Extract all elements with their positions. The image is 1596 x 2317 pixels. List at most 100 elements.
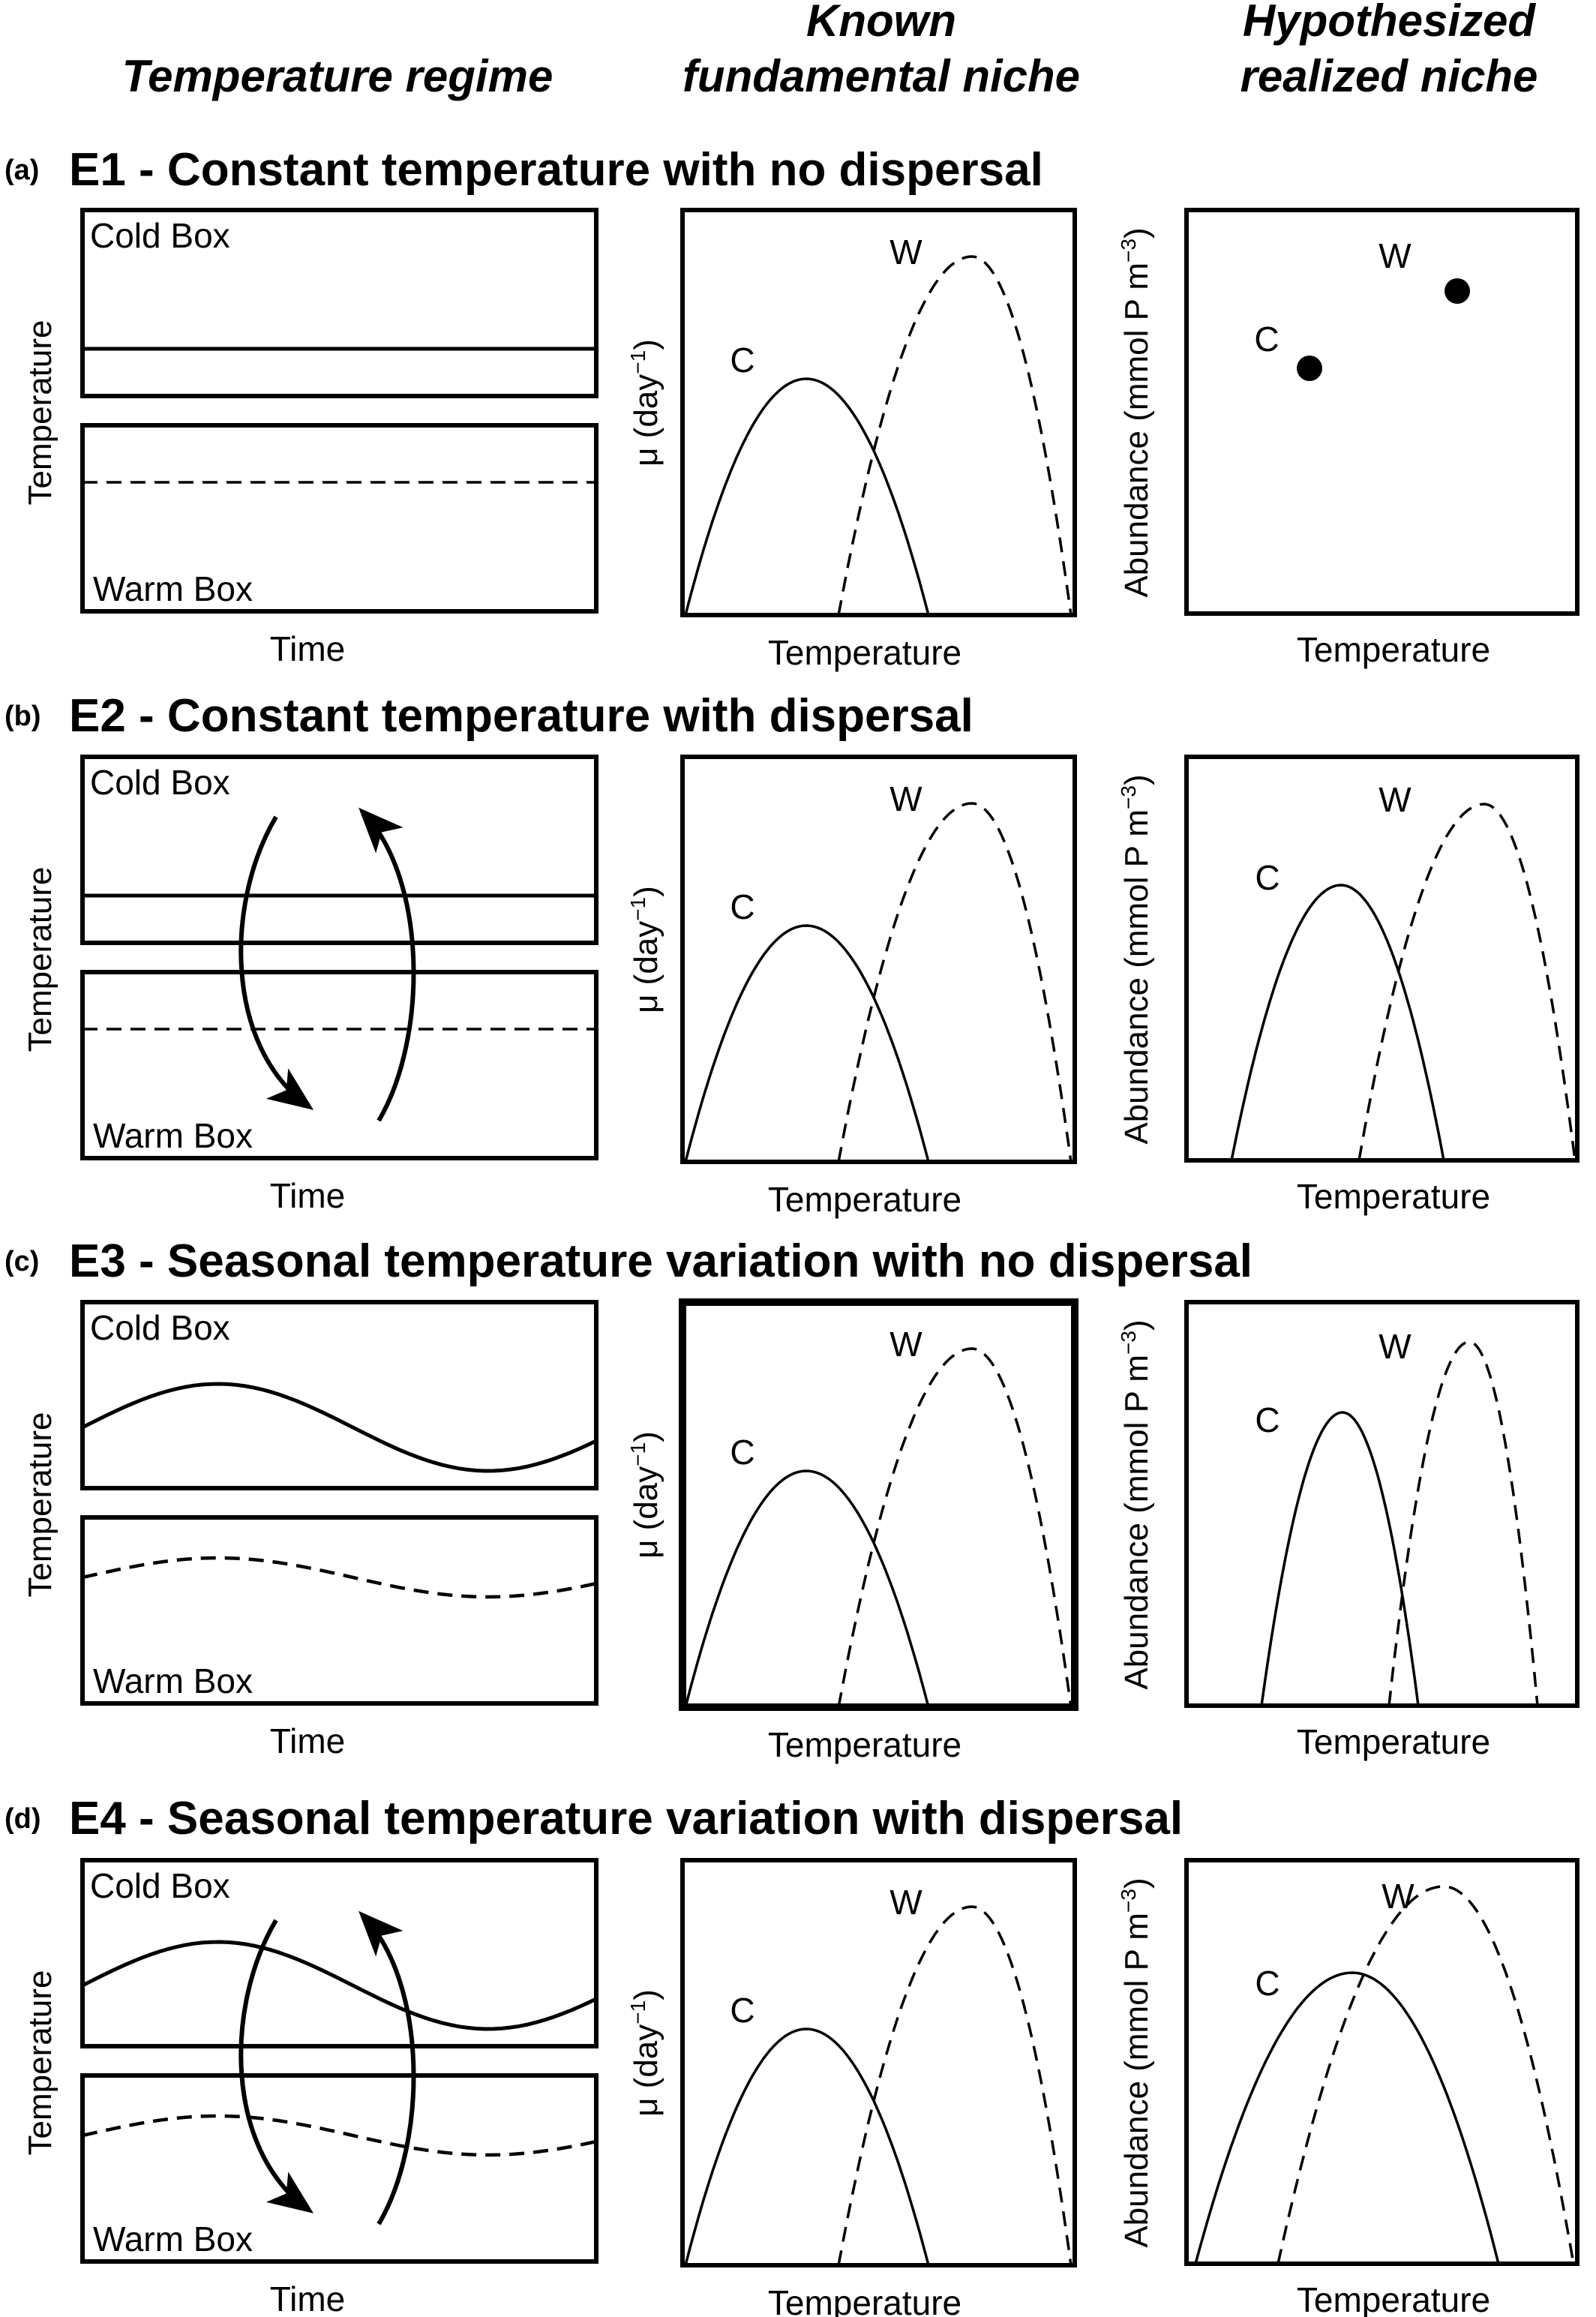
panel-title: E2 - Constant temperature with dispersal (69, 690, 974, 742)
warm-box (80, 2073, 598, 2264)
panel-tag: (a) (4, 155, 39, 186)
fundamental-y-label: μ (day−1) (626, 886, 664, 1013)
curve-c-realized (1260, 1411, 1420, 1706)
realized-label-c: C (1255, 1400, 1280, 1439)
cold-box-label: Cold Box (90, 1308, 230, 1347)
realized-x-label: Temperature (1297, 1177, 1490, 1216)
panels: (a) E1 - Constant temperature with no dis… (4, 144, 1580, 2317)
curve-c-fundamental (684, 2027, 930, 2266)
realized-label-w: W (1378, 236, 1412, 275)
fundamental-label-c: C (730, 1433, 754, 1472)
warm-temperature-curve (82, 1556, 597, 1599)
fundamental-y-label-end: ) (628, 1431, 664, 1442)
realized-y-label-sup: −3 (1117, 1331, 1140, 1355)
curve-c-realized (1194, 1971, 1500, 2264)
fundamental-y-label: μ (day−1) (626, 1989, 664, 2117)
regime-y-label: Temperature (22, 1412, 58, 1597)
panel-c: (c)E3 - Seasonal temperature variation w… (4, 1235, 1580, 1764)
realized-y-label-end: ) (1118, 1877, 1155, 1889)
cold-box (80, 1858, 598, 2048)
fundamental-label-c: C (730, 341, 754, 380)
cold-box-label: Cold Box (90, 763, 230, 802)
curve-c-fundamental (684, 377, 930, 616)
fundamental-frame (680, 208, 1077, 617)
fundamental-y-label-text: μ (day (628, 2024, 664, 2117)
curve-w-fundamental (837, 1347, 1072, 1708)
fundamental-y-label-sup: −1 (626, 897, 650, 921)
fundamental-y-label-sup: −1 (626, 350, 650, 374)
realized-y-label-text: Abundance (mmol P m (1118, 809, 1155, 1145)
warm-box (80, 423, 598, 614)
fundamental-label-w: W (890, 1883, 922, 1922)
realized-y-label-end: ) (1118, 227, 1155, 239)
curve-w-realized (1276, 1885, 1575, 2264)
fundamental-frame (680, 755, 1077, 1164)
curve-w-fundamental (837, 255, 1072, 616)
regime-x-label: Time (270, 629, 346, 668)
fundamental-y-label-end: ) (628, 886, 664, 897)
cold-temperature-curve (81, 1940, 598, 2031)
realized-label-w: W (1378, 780, 1412, 819)
fundamental-frame (680, 1858, 1077, 2267)
fundamental-label-w: W (890, 779, 922, 818)
dispersal-arrow-down (238, 815, 314, 1110)
realized-y-label-sup: −3 (1117, 239, 1140, 263)
realized-y-label: Abundance (mmol P m−3) (1117, 1877, 1155, 2247)
fundamental-y-label-text: μ (day (628, 921, 664, 1013)
cold-box (80, 755, 598, 945)
realized-frame (1184, 1858, 1580, 2266)
warm-box (80, 970, 598, 1160)
regime-y-label: Temperature (22, 1970, 58, 2155)
realized-y-label-sup: −3 (1117, 1889, 1140, 1913)
fundamental-x-label: Temperature (768, 633, 962, 672)
realized-frame (1184, 208, 1580, 616)
point-c-realized (1297, 356, 1322, 381)
header-hypothesized: Hypothesized (1243, 0, 1536, 46)
warm-box-label: Warm Box (93, 569, 253, 608)
curve-c-fundamental (684, 924, 930, 1163)
panel-tag: (d) (4, 1803, 41, 1835)
fundamental-y-label-sup: −1 (626, 1442, 650, 1466)
fundamental-x-label: Temperature (768, 1180, 962, 1219)
realized-y-label: Abundance (mmol P m−3) (1117, 774, 1155, 1144)
panel-d: (d) E4 - Seasonal temperature variation w… (4, 1793, 1580, 2317)
warm-box-label: Warm Box (93, 1116, 253, 1155)
curve-w-fundamental (837, 1905, 1072, 2266)
header-temperature-regime: Temperature regime (122, 51, 554, 101)
cold-box (80, 1300, 598, 1490)
panel-a: (a) E1 - Constant temperature with no dis… (4, 144, 1580, 672)
panel-title: E1 - Constant temperature with no disper… (69, 144, 1043, 196)
cold-box (80, 208, 598, 398)
fundamental-y-label: μ (day−1) (626, 1431, 664, 1559)
realized-label-w: W (1378, 1327, 1412, 1366)
realized-y-label-text: Abundance (mmol P m (1118, 1913, 1155, 2248)
panel-title: E3 - Seasonal temperature variation with… (69, 1235, 1252, 1287)
curve-w-realized (1388, 1340, 1539, 1706)
header-known: Known (806, 0, 956, 46)
realized-y-label-text: Abundance (mmol P m (1118, 263, 1155, 598)
fundamental-y-label: μ (day−1) (626, 339, 664, 467)
point-w-realized (1444, 278, 1470, 304)
fundamental-x-label: Temperature (768, 1725, 962, 1764)
warm-temperature-curve (82, 2114, 597, 2157)
fundamental-y-label-end: ) (628, 339, 664, 350)
realized-label-c: C (1254, 320, 1279, 359)
curve-c-fundamental (684, 1469, 930, 1708)
regime-x-label: Time (270, 2279, 346, 2317)
header-realized-niche: realized niche (1240, 51, 1538, 101)
fundamental-y-label-text: μ (day (628, 1466, 664, 1559)
realized-x-label: Temperature (1297, 1722, 1490, 1761)
dispersal-arrow-up (358, 1910, 416, 2225)
fundamental-label-w: W (890, 233, 922, 272)
fundamental-label-w: W (890, 1325, 922, 1364)
panel-title: E4 - Seasonal temperature variation with… (69, 1793, 1183, 1844)
cold-box-label: Cold Box (90, 216, 230, 255)
regime-y-label: Temperature (22, 866, 58, 1052)
fundamental-y-label-sup: −1 (626, 2000, 650, 2024)
fundamental-label-c: C (730, 887, 754, 926)
realized-x-label: Temperature (1297, 630, 1490, 669)
realized-label-w: W (1382, 1877, 1414, 1916)
regime-x-label: Time (270, 1176, 346, 1215)
cold-temperature-curve (81, 1382, 598, 1473)
